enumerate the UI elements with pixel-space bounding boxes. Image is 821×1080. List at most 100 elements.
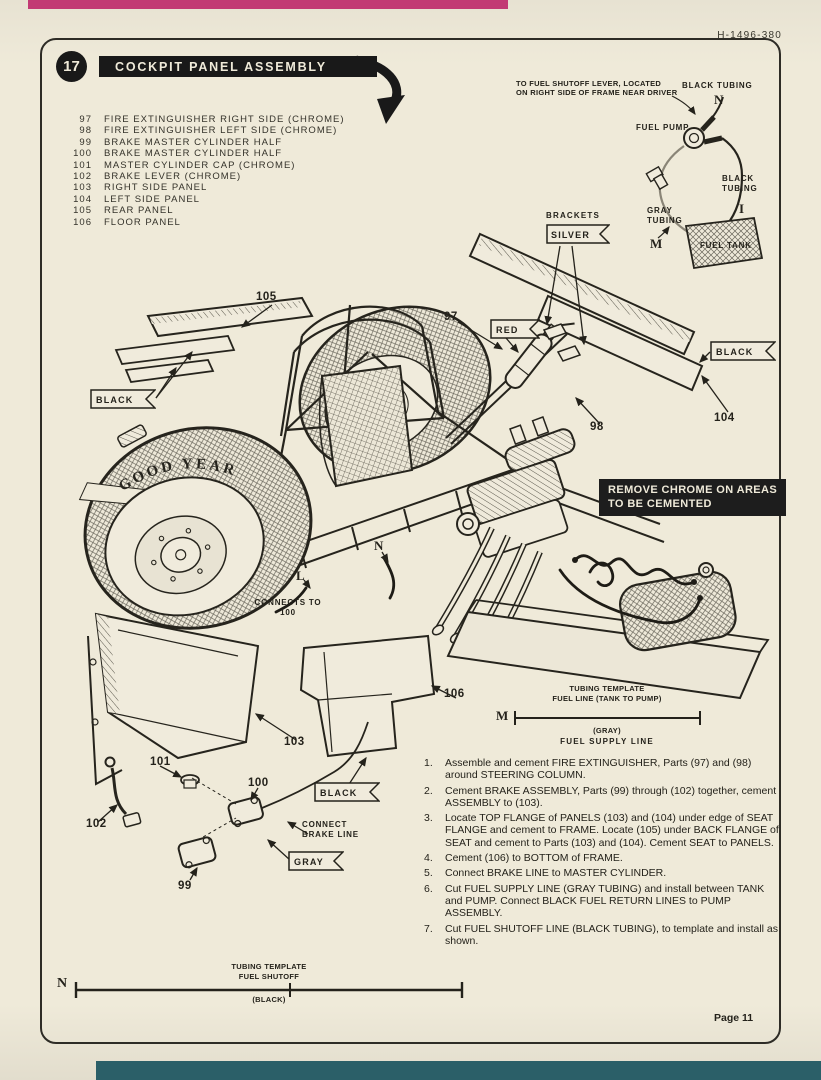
chrome-note-line-2: TO BE CEMENTED [608,497,712,510]
callout-99: 99 [178,880,192,892]
part-number: 104 [73,193,92,205]
template-n-letter: N [57,976,68,991]
part-name: FIRE EXTINGUISHER LEFT SIDE (CHROME) [104,125,338,137]
template-lines [74,711,701,998]
part-number: 103 [73,182,92,194]
part-name: FLOOR PANEL [104,216,181,228]
fuel-lines [274,554,702,625]
template-n-title-2: FUEL SHUTOFF [238,972,300,981]
instruction-number: 6. [424,882,433,895]
left-side-panel-104 [468,232,704,392]
svg-text:BLACK: BLACK [320,788,358,798]
instruction-item: 5.Connect BRAKE LINE to MASTER CYLINDER. [424,867,782,879]
part-name: BRAKE MASTER CYLINDER HALF [104,148,283,160]
rear-panel-105 [114,296,314,448]
instruction-text: Cut FUEL SUPPLY LINE (GRAY TUBING) and i… [445,882,765,920]
page-border-frame [40,38,781,1044]
instruction-text: Cement (106) to BOTTOM of FRAME. [445,852,623,865]
instruction-item: 4. Cement (106) to BOTTOM of FRAME. [424,852,782,864]
step-number: 17 [63,58,80,75]
instruction-text: Cut FUEL SHUTOFF LINE (BLACK TUBING), to… [445,922,778,947]
callout-97: 97 [444,311,458,323]
template-m-color: (GRAY) [593,726,621,735]
master-cylinder-half-100 [227,796,264,828]
assembly-guides [191,777,237,841]
part-name: MASTER CYLINDER CAP (CHROME) [104,159,296,171]
callout-104: 104 [714,412,735,424]
callout-105: 105 [256,291,277,303]
document-number: H-1496-380 [717,30,782,41]
part-number: 100 [73,148,92,160]
callout-106: 106 [444,688,465,700]
tube-letter-n-main: N [374,538,384,553]
template-m-title-1: TUBING TEMPLATE [569,684,645,693]
mount-brackets [542,323,582,362]
instruction-item: 6. Cut FUEL SUPPLY LINE (GRAY TUBING) and… [424,883,782,920]
callout-101: 101 [150,756,171,768]
template-n-title-1: TUBING TEMPLATE [231,962,307,971]
parts-list-row: 100 BRAKE MASTER CYLINDER HALF [66,148,345,159]
step-number-badge: 17 [56,51,87,82]
part-name: LEFT SIDE PANEL [104,193,200,205]
template-n-color: (BLACK) [252,995,286,1004]
right-side-panel-103 [87,612,260,786]
fuel-tank-part [619,562,737,652]
instruction-number: 4. [424,852,433,865]
part-name: FIRE EXTINGUISHER RIGHT SIDE (CHROME) [104,114,345,125]
tube-letter-l-main: L [296,568,305,583]
instruction-item: 1.Assemble and cement FIRE EXTINGUISHER,… [424,757,782,782]
instruction-text: Cement BRAKE ASSEMBLY, Parts (99) throug… [445,784,777,809]
chrome-note-line-1: REMOVE CHROME ON AREAS [608,484,778,496]
instruction-item: 2. Cement BRAKE ASSEMBLY, Parts (99) thro… [424,785,782,810]
parts-list-row: 102 BRAKE LEVER (CHROME) [66,171,345,182]
brake-lever-102 [104,756,142,828]
page-number: Page 11 [714,1012,754,1024]
instruction-number: 7. [424,922,433,935]
assembly-instructions: 1.Assemble and cement FIRE EXTINGUISHER,… [424,757,782,950]
part-number: 102 [73,170,92,182]
color-flag-black-bottom: BLACK [314,782,380,802]
instruction-text: Locate TOP FLANGE of PANELS (103) and (1… [445,812,779,849]
tube-letter-m-detail: M [650,236,663,251]
connect-line-1: CONNECT [302,820,348,829]
callout-100: 100 [248,777,269,789]
callout-103: 103 [284,736,305,748]
instruction-number: 2. [424,784,433,797]
fuel-tank-label: FUEL TANK [700,241,752,250]
tube-letter-n-detail: N [714,92,724,107]
section-title-banner: COCKPIT PANEL ASSEMBLY [99,56,377,77]
part-name: BRAKE LEVER (CHROME) [104,170,242,182]
fuel-pump-detail [645,95,764,270]
connect-brake-line-label: CONNECT BRAKE LINE [302,820,359,839]
remove-chrome-note: REMOVE CHROME ON AREAS TO BE CEMENTED [599,479,787,516]
connects-to-label: CONNECTS TO 100 [246,598,330,617]
brackets-label: BRACKETS [546,211,601,220]
instruction-text: Connect BRAKE LINE to MASTER CYLINDER. [445,867,667,880]
color-flag-silver: SILVER [546,224,610,244]
svg-text:GRAY: GRAY [294,857,324,867]
part-number: 105 [73,205,92,217]
black-tubing-label-top: BLACK TUBING [682,81,753,90]
note-line-1: TO FUEL SHUTOFF LEVER, LOCATED [516,79,662,88]
connects-to-text: CONNECTS TO [254,598,322,607]
instruction-item: 3. Locate TOP FLANGE of PANELS (103) and … [424,812,782,849]
brake-line [261,721,369,809]
color-flag-black-right: BLACK [710,341,776,361]
instruction-item: 7. Cut FUEL SHUTOFF LINE (BLACK TUBING), … [424,923,782,948]
instruction-number: 3. [424,812,433,825]
seat [318,364,414,488]
template-m-title-2: FUEL LINE (TANK TO PUMP) [552,694,662,703]
instruction-text: Assemble and cement FIRE EXTINGUISHER, P… [445,757,752,782]
svg-text:BLACK: BLACK [716,347,754,357]
tube-letter-i: I [739,201,745,216]
parts-list-row: 104 LEFT SIDE PANEL [66,194,345,205]
template-m-letter: M [496,708,509,723]
part-number: 99 [79,136,92,148]
